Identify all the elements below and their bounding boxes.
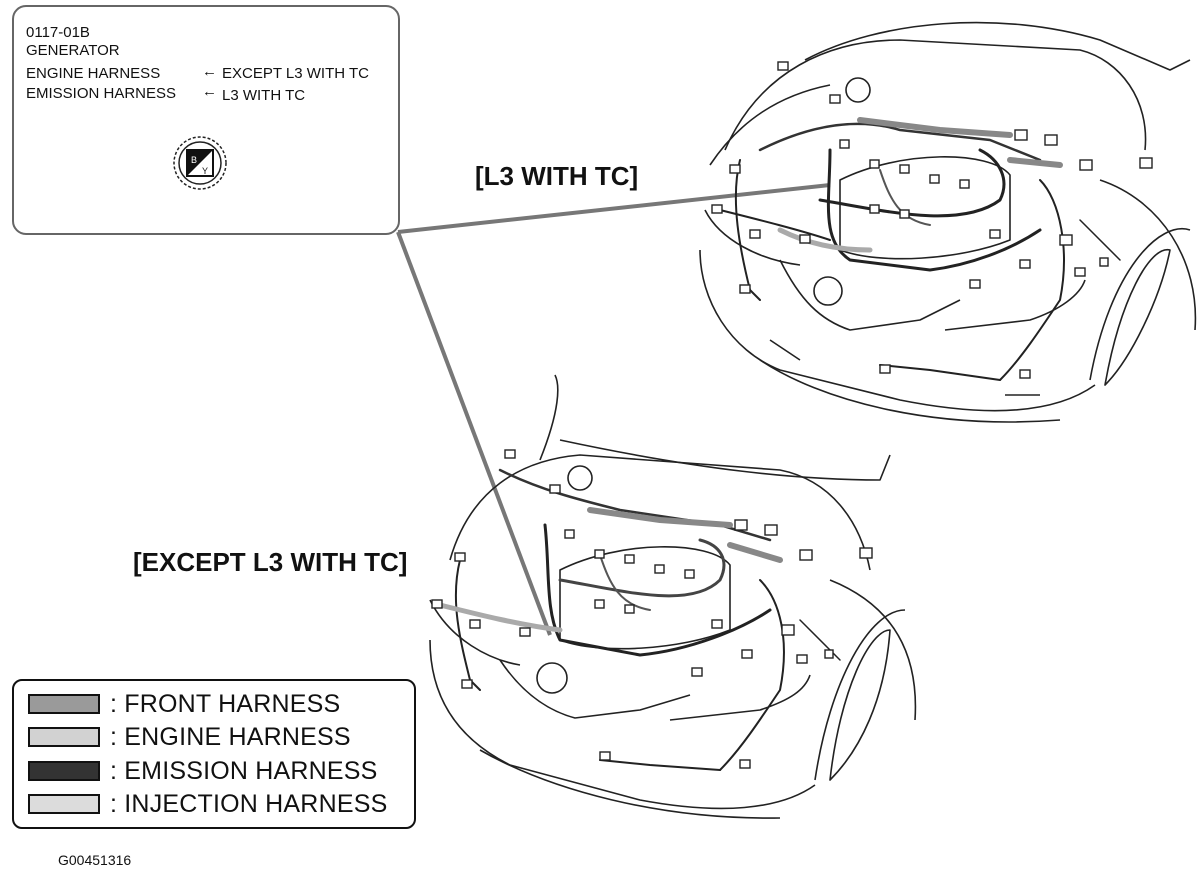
connector-terminal-icon: B Y	[173, 136, 227, 190]
swatch-engine	[28, 727, 100, 747]
swatch-emission	[28, 761, 100, 781]
vehicle-bottom-wheel	[829, 629, 891, 781]
vehicle-top-bumper-lower	[759, 359, 1061, 423]
vehicle-bottom-grille	[499, 659, 691, 719]
vehicle-top-engine-cover	[839, 156, 1011, 260]
vehicle-bottom-headlight-right	[669, 674, 811, 721]
arrow-icon: ←	[202, 83, 217, 100]
figure-id: G00451316	[58, 852, 132, 868]
harness-bottom	[437, 468, 841, 771]
connectors-bottom	[431, 449, 873, 769]
vehicle-top-fog	[769, 339, 1040, 396]
vehicle-top	[699, 21, 1197, 423]
terminal-y: Y	[202, 166, 208, 176]
harness-top	[719, 117, 1121, 381]
component-name: GENERATOR	[26, 42, 120, 59]
vehicle-bottom-engine-cover	[559, 546, 731, 650]
vehicle-top-windshield	[804, 21, 1191, 71]
legend-item-engine: : ENGINE HARNESS	[28, 722, 351, 751]
legend-item-emission: : EMISSION HARNESS	[28, 756, 378, 785]
vehicle-top-wheel-arch	[1089, 228, 1191, 381]
vehicle-top-grille	[779, 259, 961, 331]
legend-label-front: : FRONT HARNESS	[110, 689, 341, 718]
vehicle-top-hood	[724, 39, 1147, 151]
harness-line2: EMISSION HARNESS	[26, 85, 177, 102]
vehicle-top-headlight-right	[944, 279, 1086, 331]
vehicle-bottom-headlight-left	[429, 599, 521, 666]
vehicle-bottom-bumper	[429, 639, 816, 810]
vehicle-bottom-wheel-arch	[814, 609, 906, 781]
vehicle-top-emblem	[813, 276, 843, 306]
arrow-icon: ←	[202, 63, 217, 80]
vehicle-bottom-hood	[449, 454, 871, 571]
legend-item-injection: : INJECTION HARNESS	[28, 789, 388, 818]
swatch-front	[28, 694, 100, 714]
vehicle-top-hood-edge	[709, 84, 831, 166]
legend-label-engine: : ENGINE HARNESS	[110, 722, 351, 751]
variant-label-bottom: [EXCEPT L3 WITH TC]	[133, 547, 408, 577]
legend-label-injection: : INJECTION HARNESS	[110, 789, 388, 818]
vehicle-bottom-strut	[567, 465, 593, 491]
leader-line-bottom	[396, 231, 552, 636]
variant-line2: L3 WITH TC	[222, 87, 306, 104]
variant-line1: EXCEPT L3 WITH TC	[222, 65, 369, 82]
vehicle-top-strut	[845, 77, 871, 103]
vehicle-top-wheel	[1104, 249, 1171, 386]
vehicle-bottom-fender-right	[829, 579, 917, 721]
terminal-b: B	[191, 155, 197, 165]
harness-legend: : FRONT HARNESS : ENGINE HARNESS : EMISS…	[12, 679, 416, 829]
connector-callout: 0117-01B GENERATOR ENGINE HARNESS ← EXCE…	[12, 5, 400, 235]
connectors-top	[711, 61, 1153, 379]
vehicle-bottom-windshield	[539, 374, 891, 481]
legend-item-front: : FRONT HARNESS	[28, 689, 341, 718]
vehicle-bottom-emblem	[536, 662, 568, 694]
vehicle-top-fender-right	[1099, 179, 1197, 331]
variant-label-top: [L3 WITH TC]	[475, 161, 639, 191]
harness-line1: ENGINE HARNESS	[26, 65, 161, 82]
leader-lines	[396, 183, 831, 636]
swatch-injection	[28, 794, 100, 814]
connector-code: 0117-01B	[26, 24, 90, 41]
leader-line-top	[397, 183, 831, 234]
legend-label-emission: : EMISSION HARNESS	[110, 756, 378, 785]
vehicle-top-headlight-left	[704, 209, 801, 266]
vehicle-bottom-bumper-lower	[479, 749, 781, 819]
vehicle-top-bumper	[699, 249, 1096, 412]
